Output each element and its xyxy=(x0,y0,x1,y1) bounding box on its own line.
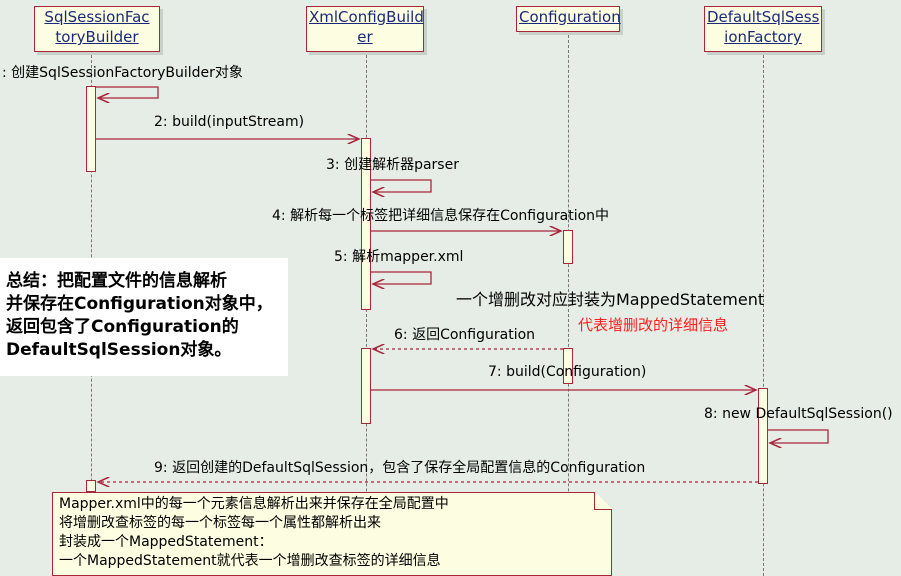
note-line: 将增删改查标签的每一个标签每一个属性都解析出来 xyxy=(59,515,381,531)
message-2-label: 2: build(inputStream) xyxy=(154,114,305,130)
object-defaultsqlsessionfactory: DefaultSqlSess ionFactory xyxy=(704,6,822,52)
note-fold-corner xyxy=(594,492,612,510)
note-box: Mapper.xml中的每一个元素信息解析出来并保存在全局配置中 将增删改查标签… xyxy=(52,492,612,576)
message-6-label: 6: 返回Configuration xyxy=(394,327,536,343)
activation-bar xyxy=(563,348,573,384)
message-3-label: 3: 创建解析器parser xyxy=(326,157,459,173)
note-line: 一个MappedStatement就代表一个增删改查标签的详细信息 xyxy=(59,553,441,569)
summary-line: 并保存在Configuration对象中， xyxy=(6,294,273,314)
activation-bar xyxy=(361,138,371,310)
object-label: er xyxy=(357,28,373,46)
lifeline xyxy=(763,55,764,576)
object-label: DefaultSqlSess xyxy=(707,8,820,26)
lifeline xyxy=(366,55,367,576)
activation-bar xyxy=(86,86,96,172)
note-line: Mapper.xml中的每一个元素信息解析出来并保存在全局配置中 xyxy=(59,496,449,512)
summary-line: 返回包含了Configuration的 xyxy=(6,317,239,337)
object-configuration: Configuration xyxy=(516,6,621,32)
summary-box: 总结：把配置文件的信息解析 并保存在Configuration对象中， 返回包含… xyxy=(0,258,288,376)
message-7-label: 7: build(Configuration) xyxy=(488,364,647,380)
object-label: Configuration xyxy=(519,8,621,26)
summary-line: 总结：把配置文件的信息解析 xyxy=(6,271,227,291)
message-1-label: : 创建SqlSessionFactoryBuilder对象 xyxy=(2,65,243,81)
note-line: 封装成一个MappedStatement： xyxy=(59,534,273,550)
message-9-label: 9: 返回创建的DefaultSqlSession，包含了保存全局配置信息的Co… xyxy=(154,460,646,476)
object-sqlsessionfactorybuilder: SqlSessionFac toryBuilder xyxy=(34,6,160,52)
message-5-label: 5: 解析mapper.xml xyxy=(334,249,464,265)
message-4-label: 4: 解析每一个标签把详细信息保存在Configuration中 xyxy=(272,208,610,224)
object-xmlconfigbuilder: XmlConfigBuild er xyxy=(306,6,424,52)
object-label: toryBuilder xyxy=(55,28,139,46)
activation-bar xyxy=(86,480,96,492)
summary-line: DefaultSqlSession对象。 xyxy=(6,340,232,360)
object-label: XmlConfigBuild xyxy=(309,8,424,26)
activation-bar xyxy=(758,388,768,484)
annotation-mappedstatement: 一个增删改对应封装为MappedStatement xyxy=(456,290,765,309)
activation-bar xyxy=(361,348,371,424)
annotation-detail: 代表增删改的详细信息 xyxy=(578,316,729,334)
lifeline xyxy=(568,35,569,576)
object-label: SqlSessionFac xyxy=(44,8,150,26)
activation-bar xyxy=(563,230,573,264)
object-label: ionFactory xyxy=(724,28,802,46)
message-8-label: 8: new DefaultSqlSession() xyxy=(704,406,893,422)
